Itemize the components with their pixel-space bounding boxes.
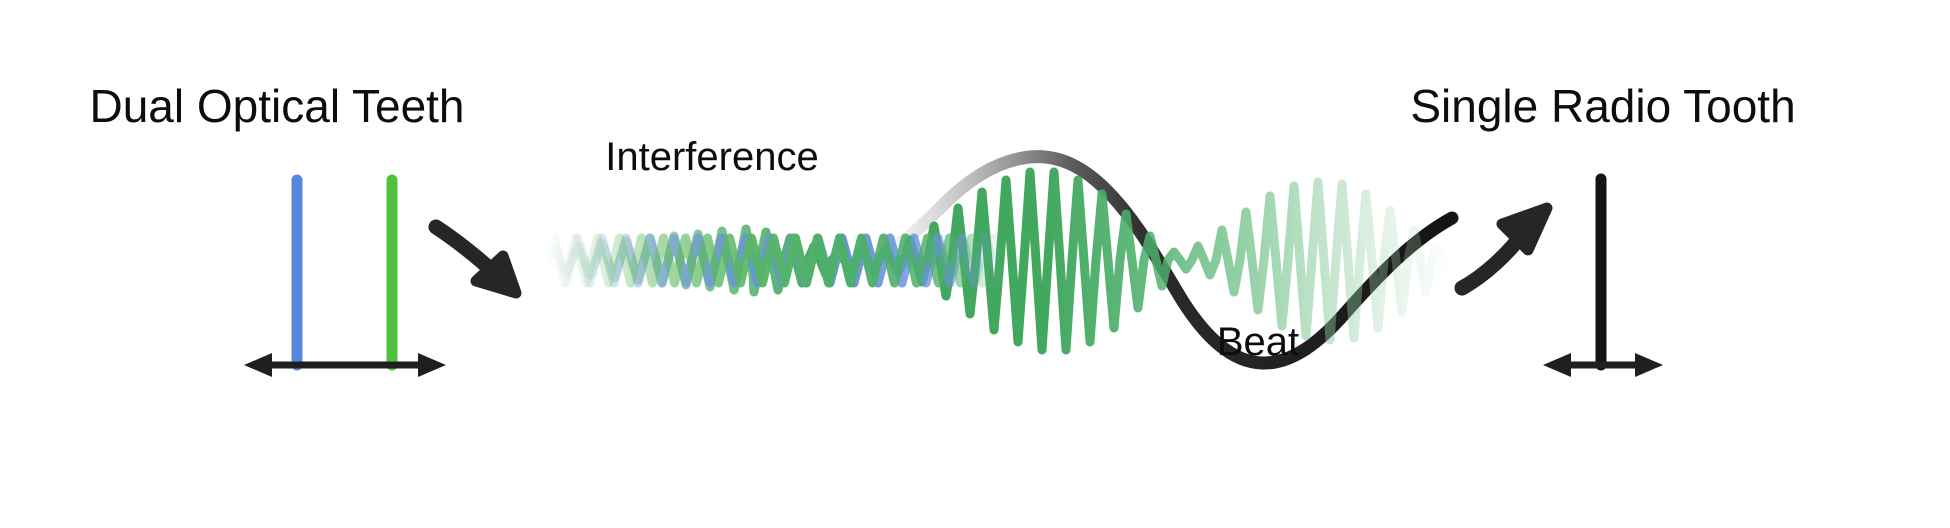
right-frequency-axis	[1543, 353, 1663, 377]
right-spectrum-panel: Single Radio Tooth	[1410, 80, 1796, 377]
flow-arrow-left	[428, 219, 522, 299]
left-axis-arrowhead-right	[418, 353, 446, 377]
left-frequency-axis	[244, 353, 446, 377]
left-title-label: Dual Optical Teeth	[89, 80, 464, 132]
flow-arrow-right-head	[1496, 202, 1553, 256]
left-spectrum-panel: Dual Optical Teeth	[89, 80, 465, 377]
right-axis-arrowhead-left	[1543, 353, 1571, 377]
flow-arrow-left-head	[470, 250, 522, 299]
interference-label: Interference	[605, 135, 818, 179]
optical-wave-green	[543, 233, 1009, 288]
right-title-label: Single Radio Tooth	[1410, 80, 1795, 132]
center-waveform-panel: Interference Beat	[543, 135, 1461, 370]
right-axis-arrowhead-right	[1635, 353, 1663, 377]
left-axis-arrowhead-left	[244, 353, 272, 377]
beat-label: Beat	[1217, 320, 1299, 364]
flow-arrow-right	[1454, 202, 1553, 296]
